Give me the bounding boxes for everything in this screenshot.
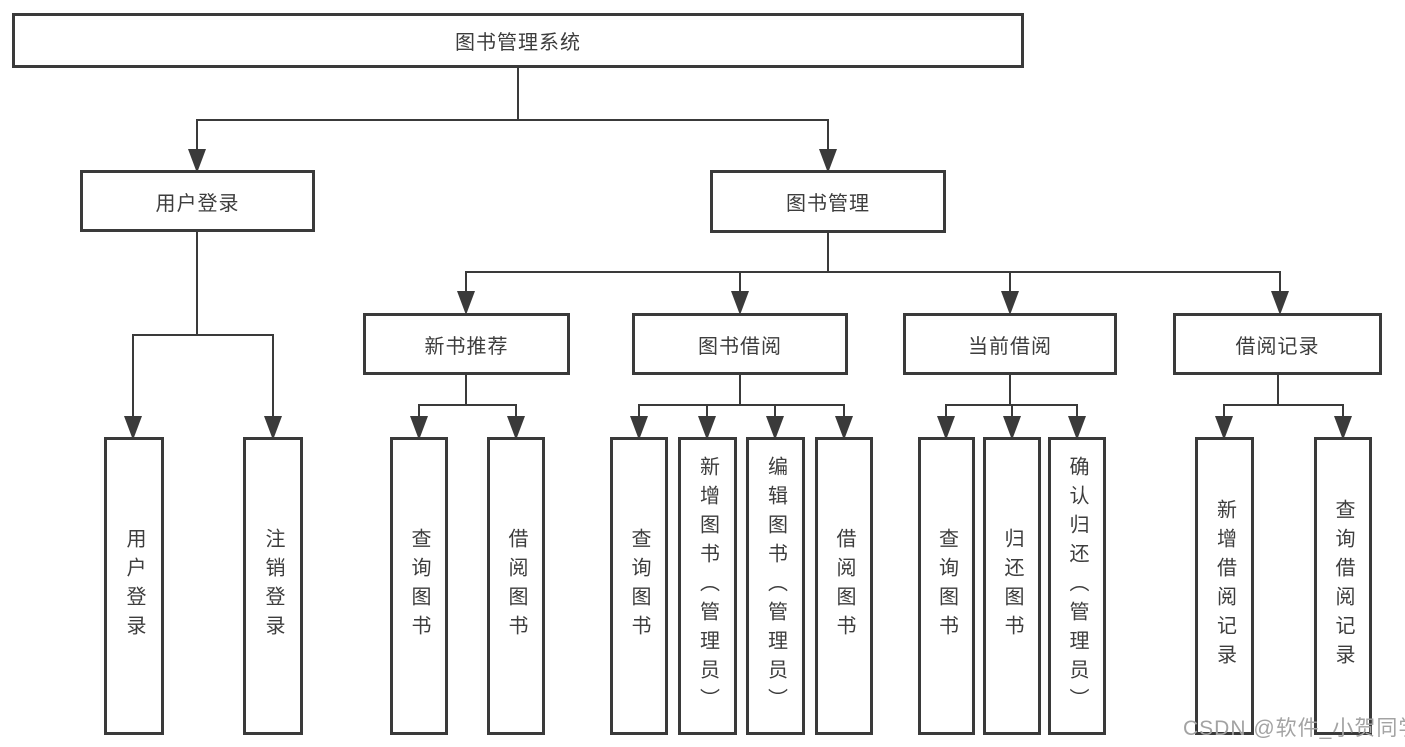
node-current-borrowing: 当前借阅 [903, 313, 1117, 375]
connector-stub-leaf [774, 404, 776, 420]
connector-stub-records [1279, 271, 1281, 295]
watermark: CSDN @软件_小贺同学 [1183, 717, 1405, 740]
arrow-down-icon [1271, 291, 1289, 315]
connector-stub-user-login [196, 119, 198, 152]
leaf-query-books-3: 查询图书 [918, 437, 975, 735]
connector-borrowing-rail [639, 404, 844, 406]
leaf-query-books-2: 查询图书 [610, 437, 668, 735]
arrow-down-icon [698, 416, 716, 440]
leaf-return-books: 归还图书 [983, 437, 1041, 735]
connector-stub-leaf [1223, 404, 1225, 420]
connector-user-login-rail [133, 334, 274, 336]
node-new-book-recommend: 新书推荐 [363, 313, 570, 375]
connector-stub-current [1009, 271, 1011, 295]
leaf-borrow-books-1: 借阅图书 [487, 437, 545, 735]
connector-user-login-stem [196, 232, 198, 336]
connector-stub-new-book [465, 271, 467, 295]
connector-records-stem [1277, 375, 1279, 406]
arrow-down-icon [410, 416, 428, 440]
connector-stub-leaf [1342, 404, 1344, 420]
connector-current-stem [1009, 375, 1011, 406]
connector-stub-leaf [945, 404, 947, 420]
connector-stub-login-leaf [132, 334, 134, 420]
node-book-management: 图书管理 [710, 170, 946, 233]
node-label: 图书借阅 [698, 335, 782, 358]
node-borrowing-records: 借阅记录 [1173, 313, 1382, 375]
connector-root-stem [517, 68, 519, 121]
arrow-down-icon [1001, 291, 1019, 315]
node-label: 用户登录 [155, 192, 240, 215]
node-book-borrowing: 图书借阅 [632, 313, 848, 375]
leaf-confirm-return-admin: 确认归还（管理员） [1048, 437, 1106, 735]
leaf-add-books-admin: 新增图书（管理员） [678, 437, 737, 735]
node-label: 当前借阅 [968, 335, 1052, 358]
node-user-login: 用户登录 [80, 170, 315, 232]
node-label: 新增借阅记录 [1213, 499, 1236, 673]
node-label: 确认归还（管理员） [1066, 455, 1088, 717]
leaf-user-login: 用户登录 [104, 437, 164, 735]
arrow-down-icon [1003, 416, 1021, 440]
leaf-add-borrow-record: 新增借阅记录 [1195, 437, 1254, 735]
leaf-query-borrow-record: 查询借阅记录 [1314, 437, 1372, 735]
arrow-down-icon [731, 291, 749, 315]
connector-stub-leaf [706, 404, 708, 420]
node-label: 查询图书 [628, 528, 650, 644]
arrow-down-icon [1334, 416, 1352, 440]
node-label: 查询图书 [408, 528, 430, 644]
arrow-down-icon [937, 416, 955, 440]
arrow-down-icon [457, 291, 475, 315]
connector-level3-rail [466, 271, 1281, 273]
connector-stub-leaf [418, 404, 420, 420]
node-label: 借阅图书 [833, 528, 855, 644]
arrow-down-icon [630, 416, 648, 440]
node-label: 借阅图书 [505, 528, 527, 644]
connector-stub-borrowing [739, 271, 741, 295]
node-label: 图书管理 [786, 193, 870, 215]
node-label: 借阅记录 [1235, 335, 1320, 358]
arrow-down-icon [507, 416, 525, 440]
node-label: 新增图书（管理员） [696, 455, 719, 717]
node-label: 图书管理系统 [455, 32, 581, 54]
connector-stub-leaf [1011, 404, 1013, 420]
connector-records-rail [1224, 404, 1343, 406]
connector-stub-book-mgmt [827, 119, 829, 152]
node-label: 注销登录 [262, 528, 284, 644]
connector-stub-logout-leaf [272, 334, 274, 420]
connector-new-book-rail [419, 404, 516, 406]
arrow-down-icon [124, 416, 142, 440]
leaf-edit-books-admin: 编辑图书（管理员） [746, 437, 805, 735]
node-label: 用户登录 [123, 528, 145, 644]
leaf-query-books-1: 查询图书 [390, 437, 448, 735]
arrow-down-icon [1215, 416, 1233, 440]
connector-new-book-stem [465, 375, 467, 406]
connector-stub-leaf [638, 404, 640, 420]
node-label: 查询图书 [935, 528, 958, 644]
connector-level1-rail [197, 119, 829, 121]
node-label: 编辑图书（管理员） [764, 455, 787, 717]
node-book-management-system: 图书管理系统 [12, 13, 1024, 68]
leaf-borrow-books-2: 借阅图书 [815, 437, 873, 735]
connector-stub-leaf [515, 404, 517, 420]
arrow-down-icon [835, 416, 853, 440]
connector-borrowing-stem [739, 375, 741, 406]
node-label: 归还图书 [1001, 528, 1023, 644]
node-label: 新书推荐 [424, 335, 509, 358]
arrow-down-icon [766, 416, 784, 440]
arrow-down-icon [1068, 416, 1086, 440]
arrow-down-icon [188, 149, 206, 173]
connector-book-mgmt-stem [827, 233, 829, 273]
arrow-down-icon [819, 149, 837, 173]
arrow-down-icon [264, 416, 282, 440]
node-label: 查询借阅记录 [1332, 499, 1354, 673]
connector-stub-leaf [843, 404, 845, 420]
leaf-logout: 注销登录 [243, 437, 303, 735]
connector-stub-leaf [1076, 404, 1078, 420]
